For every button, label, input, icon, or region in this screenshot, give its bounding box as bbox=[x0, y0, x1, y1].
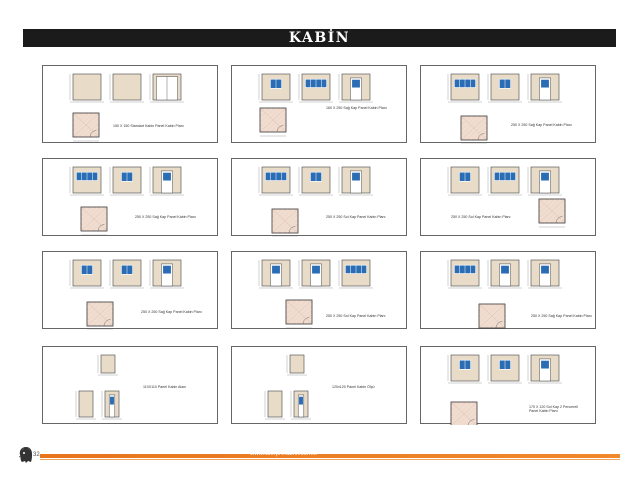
technical-drawing bbox=[258, 166, 373, 237]
panel-caption: 250 X 250 Sağ Kap Panel Kabin Planı bbox=[511, 123, 572, 127]
panel-caption: 250 X 250 Sol Kap Panel Kabin Planı bbox=[326, 314, 386, 318]
footer-accent-bar bbox=[40, 454, 620, 458]
cabin-drawing-panel: 250 X 250 Sol Kap Panel Kabin Planı bbox=[420, 158, 596, 236]
cabin-drawing-panel: 120x120 Panel Kabin Ölçü bbox=[231, 346, 407, 424]
panel-caption: 250 X 250 Sol Kap Panel Kabin Planı bbox=[451, 215, 511, 219]
technical-drawing bbox=[69, 259, 184, 330]
lion-logo-icon bbox=[18, 446, 34, 468]
cabin-drawing-panel: 250 X 250 Sağ Kap Panel Kabin Planı bbox=[42, 251, 218, 330]
cabin-drawing-panel: 250 X 250 Sağ Kap Panel Kabin Planı bbox=[420, 65, 596, 144]
panel-caption: 250 X 250 Sol Kap Panel Kabin Planı bbox=[326, 215, 386, 219]
cabin-drawing-panel: 110X110 Panel Kabin Alanı bbox=[42, 346, 218, 424]
page-number: 32 bbox=[33, 452, 40, 458]
panel-caption: 110X110 Panel Kabin Alanı bbox=[143, 385, 187, 389]
technical-drawing bbox=[447, 166, 566, 228]
technical-drawing bbox=[69, 73, 184, 142]
panel-caption: 170 X 120 Sol Kap 2 Pencereli Panel Kabi… bbox=[529, 405, 578, 414]
cabin-drawing-panel: 250 X 250 Sağ Kap Panel Kabin Planı bbox=[420, 251, 596, 329]
footer-divider bbox=[40, 459, 620, 460]
technical-drawing bbox=[447, 259, 562, 329]
panel-caption: 250 X 250 Sağ Kap Panel Kabin Planı bbox=[531, 314, 592, 318]
cabin-drawing-panel: 250 X 250 Sol Kap Panel Kabin Planı bbox=[231, 251, 407, 329]
panel-caption: 120x120 Panel Kabin Ölçü bbox=[332, 385, 375, 389]
technical-drawing bbox=[447, 73, 562, 144]
technical-drawing bbox=[258, 259, 373, 329]
technical-drawing bbox=[264, 354, 311, 420]
header-bar: KABİN bbox=[23, 29, 616, 47]
technical-drawing bbox=[75, 354, 122, 420]
cabin-drawing-panel: 150 X 150 Standart Kabin Panel Kabin Pla… bbox=[42, 65, 218, 143]
cabin-drawing-panel: 250 X 250 Sağ Kap Panel Kabin Planı bbox=[42, 158, 218, 236]
page-title: KABİN bbox=[288, 30, 351, 46]
technical-drawing bbox=[447, 354, 562, 425]
technical-drawing bbox=[258, 73, 373, 137]
panel-caption: 150 X 150 Standart Kabin Panel Kabin Pla… bbox=[113, 124, 184, 128]
website-link[interactable]: www.liderprefabrik.com.tr bbox=[250, 451, 318, 457]
panel-caption: 250 X 250 Sağ Kap Panel Kabin Planı bbox=[135, 215, 196, 219]
cabin-drawing-panel: 250 X 250 Sol Kap Panel Kabin Planı bbox=[231, 158, 407, 237]
cabin-drawing-panel: 170 X 120 Sol Kap 2 Pencereli Panel Kabi… bbox=[420, 346, 596, 425]
cabin-drawing-panel: 160 X 250 Sağ Kap Panel Kabin Planı bbox=[231, 65, 407, 143]
technical-drawing bbox=[69, 166, 184, 236]
panel-caption: 250 X 250 Sağ Kap Panel Kabin Planı bbox=[141, 310, 202, 314]
panel-caption: 160 X 250 Sağ Kap Panel Kabin Planı bbox=[326, 106, 387, 110]
